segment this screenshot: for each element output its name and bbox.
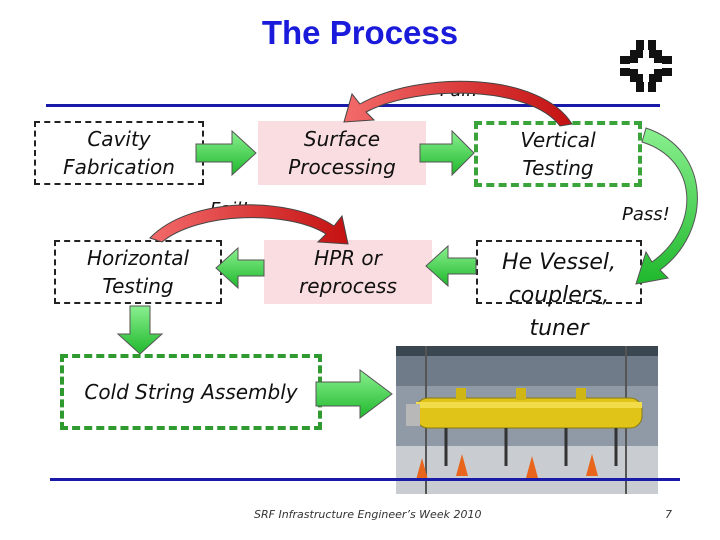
pass-curved-arrow-icon (635, 127, 698, 285)
pass-label: Pass! (622, 204, 670, 225)
fail-curved-arrow-top-icon (343, 80, 573, 127)
box-vertical-testing: Vertical Testing (474, 121, 642, 187)
arrow-right-icon (315, 369, 393, 419)
box-cavity-fabrication: Cavity Fabrication (34, 121, 204, 185)
box-hpr-or-reprocess: HPR or reprocess (264, 240, 432, 304)
slide-title: The Process (261, 14, 459, 51)
arrow-down-icon (116, 305, 164, 355)
footer-text: SRF Infrastructure Engineer’s Week 2010 (254, 508, 482, 521)
cryomodule-photo-icon (396, 346, 658, 494)
arrow-right-icon (419, 129, 475, 177)
fermilab-logo-icon (620, 40, 672, 92)
bottom-rule (50, 478, 680, 481)
box-surface-processing: Surface Processing (258, 121, 426, 185)
fail-curved-arrow-mid-icon (149, 204, 349, 245)
arrow-right-icon (195, 129, 257, 177)
arrow-left-icon (215, 246, 265, 290)
arrow-left-icon (425, 244, 477, 288)
page-number: 7 (665, 508, 672, 521)
box-cold-string-assembly: Cold String Assembly (60, 354, 322, 430)
box-horizontal-testing: Horizontal Testing (54, 240, 222, 304)
